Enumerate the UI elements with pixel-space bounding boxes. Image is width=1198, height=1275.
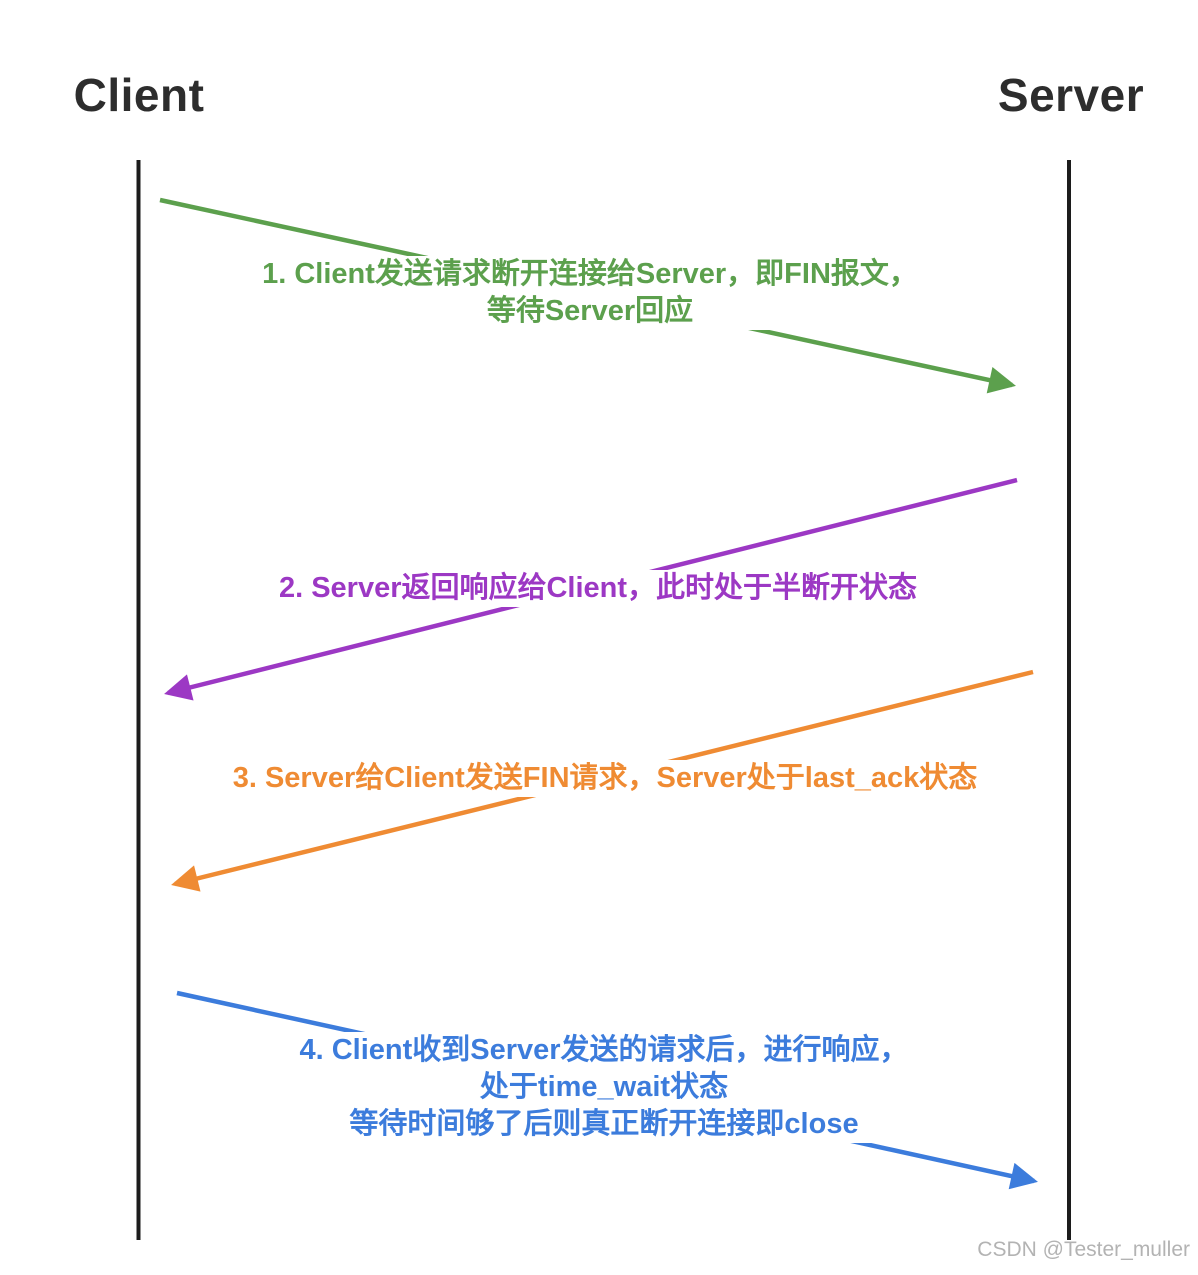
message-4-label-line-1: 4. Client收到Server发送的请求后，进行响应， bbox=[299, 1034, 909, 1066]
message-3-label-line-1: 3. Server给Client发送FIN请求，Server处于last_ack… bbox=[232, 762, 978, 794]
message-3-label: 3. Server给Client发送FIN请求，Server处于last_ack… bbox=[224, 760, 986, 797]
message-4-label-line-3: 等待时间够了后则真正断开连接即close bbox=[349, 1108, 859, 1140]
message-1-label-line-2: 等待Server回应 bbox=[486, 295, 694, 327]
message-4-label: 4. Client收到Server发送的请求后，进行响应， 处于time_wai… bbox=[291, 1032, 917, 1143]
actor-title-client: Client bbox=[73, 69, 205, 121]
message-2-label-line-1: 2. Server返回响应给Client，此时处于半断开状态 bbox=[278, 572, 918, 604]
actor-title-server: Server bbox=[997, 69, 1145, 121]
message-2-label: 2. Server返回响应给Client，此时处于半断开状态 bbox=[270, 570, 926, 607]
message-1-label: 1. Client发送请求断开连接给Server，即FIN报文， 等待Serve… bbox=[254, 256, 926, 330]
message-1-label-line-1: 1. Client发送请求断开连接给Server，即FIN报文， bbox=[262, 258, 918, 290]
csdn-watermark: CSDN @Tester_muller bbox=[977, 1238, 1190, 1261]
message-4-label-line-2: 处于time_wait状态 bbox=[479, 1071, 729, 1103]
